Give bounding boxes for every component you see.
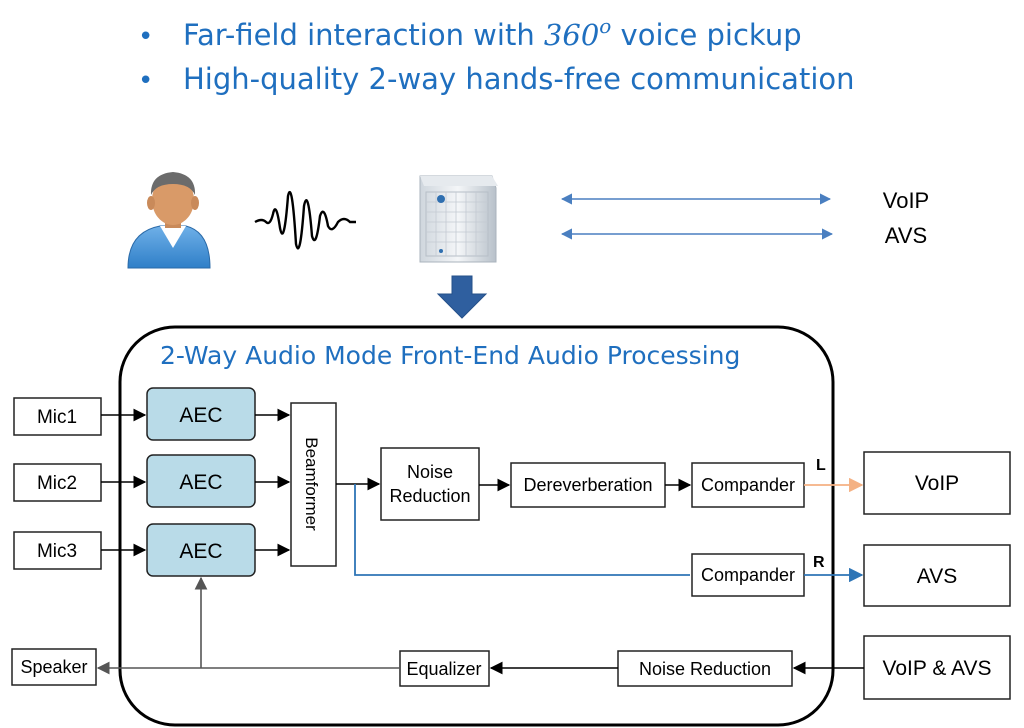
mic2-box — [13, 463, 102, 502]
equalizer-block — [399, 650, 490, 687]
sound-wave-icon — [254, 190, 356, 250]
aec-block-2 — [146, 454, 256, 508]
avs-output-label: AVS — [917, 565, 957, 588]
bullet-1-text: Far-field interaction with — [183, 18, 544, 52]
speaker-box — [11, 648, 97, 686]
mic2-label: Mic2 — [37, 473, 77, 494]
equalizer-label: Equalizer — [406, 659, 481, 679]
panel-title: 2-Way Audio Mode Front-End Audio Process… — [160, 341, 740, 370]
noise-reduction-label-line2: Reduction — [389, 486, 470, 506]
aec-block-1 — [146, 387, 256, 441]
bullet-marker-2: • — [138, 66, 153, 96]
noise-reduction-label-lower: Noise Reduction — [639, 659, 771, 679]
aec-label-3: AEC — [179, 540, 222, 563]
compander-label-l: Compander — [701, 475, 795, 495]
speaker-label: Speaker — [20, 657, 87, 677]
dereverberation-label: Dereverberation — [523, 475, 652, 495]
compander-block-l — [691, 462, 805, 508]
mic1-box — [13, 397, 102, 436]
bullet-1-tail: voice pickup — [611, 18, 801, 52]
top-voip-label: VoIP — [883, 188, 929, 213]
smart-speaker-icon — [419, 175, 498, 263]
bullet-1-sup: o — [599, 14, 611, 38]
bullet-2: High-quality 2-way hands-free communicat… — [183, 62, 855, 96]
bullet-1-math: 360 — [544, 18, 599, 52]
mic3-label: Mic3 — [37, 541, 77, 562]
compander-label-r: Compander — [701, 565, 795, 585]
user-avatar-icon — [127, 172, 211, 269]
bullet-1: Far-field interaction with 360o voice pi… — [183, 14, 802, 52]
beamformer-label: Beamformer — [302, 437, 321, 531]
aec-label-2: AEC — [179, 471, 222, 494]
voip-avs-input-label: VoIP & AVS — [883, 657, 992, 680]
voip-output-box — [863, 451, 1011, 515]
voip-avs-input-box — [863, 635, 1011, 700]
voip-output-label: VoIP — [915, 472, 959, 495]
beamformer-to-compander-r-line — [354, 484, 690, 576]
down-arrow-icon — [436, 275, 488, 319]
beamformer-block — [290, 402, 337, 567]
mic1-label: Mic1 — [37, 407, 77, 428]
noise-reduction-label-line1: Noise — [407, 462, 453, 482]
top-avs-label: AVS — [885, 223, 927, 248]
bullet-list: • Far-field interaction with 360o voice … — [138, 14, 855, 96]
noise-reduction-block-upper — [380, 447, 480, 521]
avs-output-box — [863, 544, 1011, 607]
dereverberation-block — [510, 462, 666, 508]
bullet-marker-1: • — [138, 22, 153, 52]
channel-label-l: L — [816, 457, 826, 474]
channel-label-r: R — [813, 554, 825, 571]
aec-label-1: AEC — [179, 404, 222, 427]
compander-block-r — [691, 553, 805, 597]
processing-panel — [118, 325, 835, 727]
noise-reduction-block-lower — [617, 650, 793, 687]
